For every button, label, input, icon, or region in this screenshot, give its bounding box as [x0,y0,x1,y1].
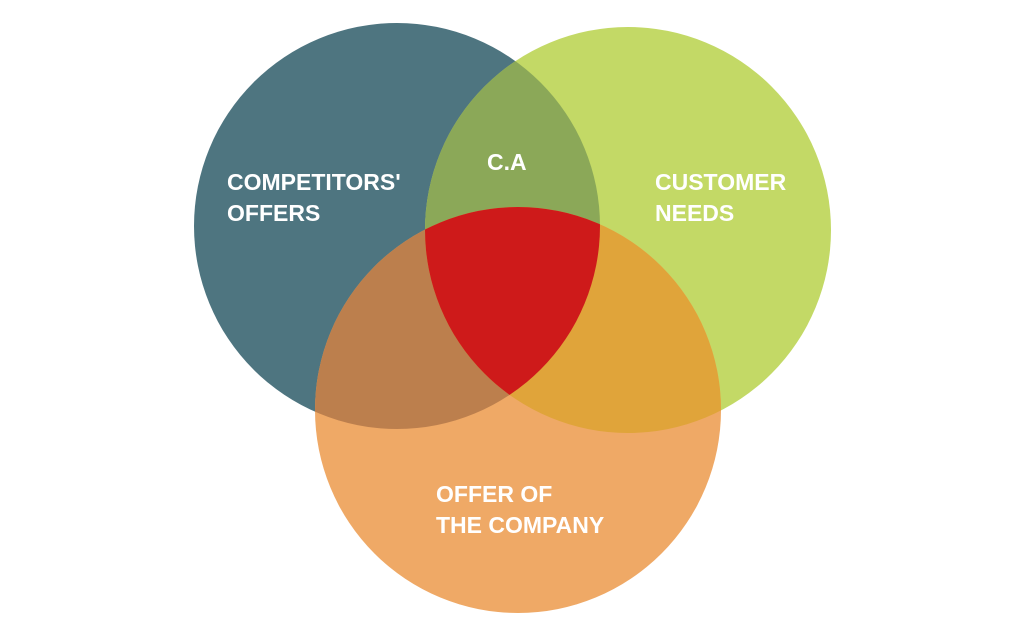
label-offer-of-the-company: OFFER OF THE COMPANY [436,481,604,538]
label-competitive-advantage: C.A [487,149,527,175]
label-competitors-offers: COMPETITORS' OFFERS [227,169,407,226]
label-customer-needs: CUSTOMER NEEDS [655,169,793,226]
